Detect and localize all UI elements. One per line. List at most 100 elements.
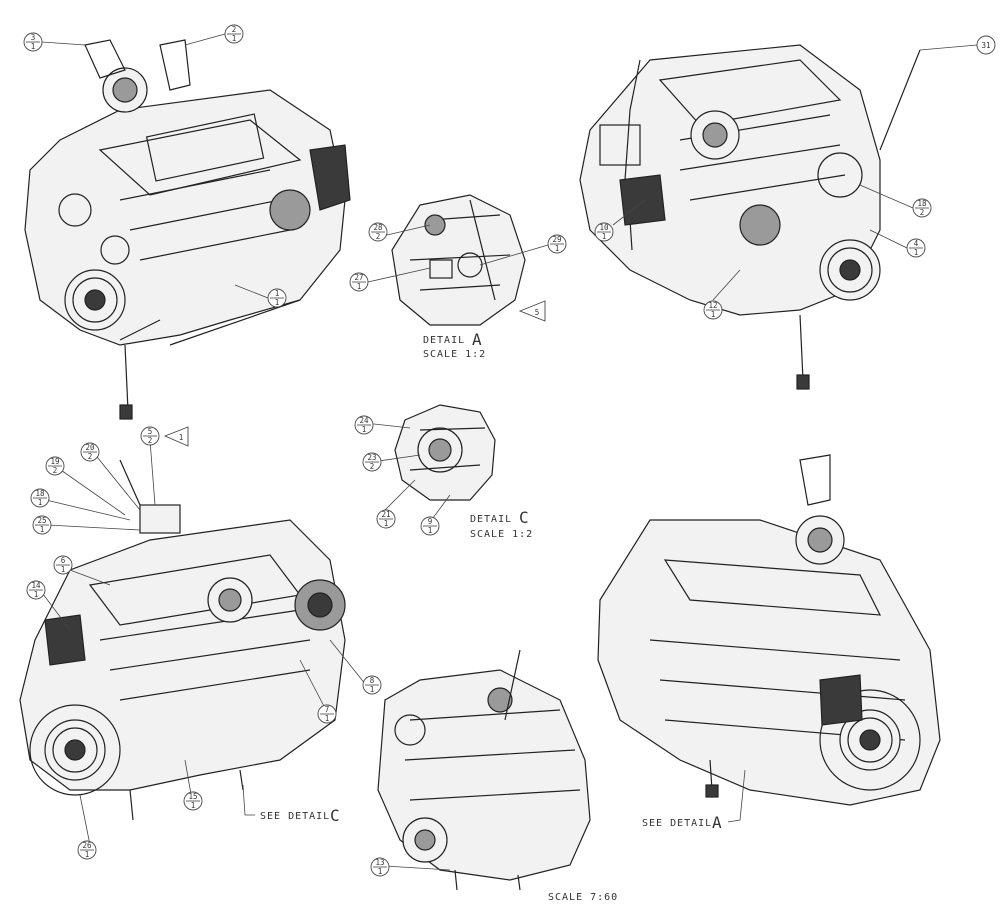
svg-text:27: 27 (354, 273, 363, 282)
svg-text:13: 13 (375, 858, 384, 867)
svg-text:2: 2 (148, 436, 153, 445)
balloon: 31 (23, 32, 43, 52)
balloon: 211 (376, 509, 396, 529)
balloon: 141 (26, 580, 46, 600)
svg-text:5: 5 (148, 427, 153, 436)
svg-text:8: 8 (370, 676, 375, 685)
svg-text:21: 21 (381, 510, 390, 519)
engine-view-top-left (24, 39, 351, 420)
svg-text:2: 2 (920, 208, 925, 217)
see-detail-a-callout: SEE DETAIL A (642, 813, 722, 832)
svg-text:9: 9 (428, 517, 433, 526)
svg-text:6: 6 (61, 556, 66, 565)
svg-text:14: 14 (31, 581, 41, 590)
svg-text:1: 1 (362, 425, 367, 434)
balloon: 202 (80, 442, 100, 462)
balloon: 192 (45, 456, 65, 476)
main-scale-label: SCALE 7:60 (548, 892, 618, 903)
svg-text:25: 25 (37, 516, 46, 525)
balloon: 251 (32, 515, 52, 535)
svg-text:1: 1 (275, 298, 280, 307)
leader-lines (39, 33, 978, 871)
svg-text:SCALE 1:2: SCALE 1:2 (470, 529, 533, 540)
flag-note: 5 (518, 300, 546, 322)
detail-a-view (391, 194, 526, 326)
balloon: 61 (53, 555, 73, 575)
svg-text:3: 3 (31, 33, 36, 42)
svg-text:A: A (712, 813, 722, 832)
svg-text:A: A (472, 330, 482, 349)
svg-text:1: 1 (378, 867, 383, 876)
balloon: 52 (140, 426, 160, 446)
balloon: 282 (368, 222, 388, 242)
svg-text:1: 1 (40, 525, 45, 534)
balloon: 71 (317, 704, 337, 724)
svg-text:10: 10 (599, 223, 609, 232)
svg-text:1: 1 (179, 433, 184, 442)
svg-text:1: 1 (428, 526, 433, 535)
balloon: 151 (183, 791, 203, 811)
svg-text:2: 2 (53, 466, 58, 475)
balloon: 21 (224, 24, 244, 44)
balloon: 271 (349, 272, 369, 292)
balloon: 182 (912, 198, 932, 218)
balloon: 181 (30, 488, 50, 508)
balloon: 131 (370, 857, 390, 877)
svg-text:C: C (519, 508, 529, 527)
svg-text:1: 1 (384, 519, 389, 528)
svg-text:1: 1 (357, 282, 362, 291)
svg-text:24: 24 (359, 416, 369, 425)
svg-text:5: 5 (535, 308, 540, 317)
svg-text:28: 28 (373, 223, 383, 232)
svg-text:DETAIL: DETAIL (423, 335, 465, 346)
balloon: 31 (976, 35, 996, 55)
engine-view-bottom-right (597, 454, 941, 806)
balloon: 11 (267, 288, 287, 308)
svg-text:1: 1 (555, 244, 560, 253)
engine-view-bottom-left (19, 459, 346, 821)
svg-text:18: 18 (917, 199, 927, 208)
svg-text:SCALE 7:60: SCALE 7:60 (548, 892, 618, 903)
svg-text:1: 1 (370, 685, 375, 694)
balloon: 41 (906, 238, 926, 258)
balloon: 101 (594, 222, 614, 242)
svg-text:23: 23 (367, 453, 376, 462)
svg-text:12: 12 (708, 301, 717, 310)
svg-text:15: 15 (188, 792, 197, 801)
detail-c-view (394, 404, 496, 501)
svg-text:1: 1 (85, 850, 90, 859)
svg-text:20: 20 (85, 443, 95, 452)
balloon: 241 (354, 415, 374, 435)
svg-text:1: 1 (914, 248, 919, 257)
svg-text:2: 2 (376, 232, 381, 241)
balloon: 291 (547, 234, 567, 254)
balloon: 121 (703, 300, 723, 320)
svg-text:1: 1 (325, 714, 330, 723)
svg-text:DETAIL: DETAIL (470, 514, 512, 525)
svg-text:SCALE 1:2: SCALE 1:2 (423, 349, 486, 360)
svg-text:2: 2 (370, 462, 375, 471)
svg-text:1: 1 (38, 498, 43, 507)
svg-text:1: 1 (602, 232, 607, 241)
svg-text:18: 18 (35, 489, 45, 498)
svg-text:29: 29 (552, 235, 561, 244)
svg-text:1: 1 (31, 42, 36, 51)
engine-view-bottom-center (377, 649, 591, 891)
balloon: 261 (77, 840, 97, 860)
svg-text:1: 1 (34, 590, 39, 599)
svg-text:1: 1 (232, 34, 237, 43)
svg-text:2: 2 (88, 452, 93, 461)
svg-text:4: 4 (914, 239, 919, 248)
svg-text:C: C (330, 806, 340, 825)
balloon: 232 (362, 452, 382, 472)
flag-note: 1 (163, 426, 189, 447)
engine-view-top-right (579, 44, 921, 390)
see-detail-c-callout: SEE DETAIL C (260, 806, 340, 825)
svg-text:31: 31 (981, 41, 990, 50)
svg-text:SEE DETAIL: SEE DETAIL (260, 811, 330, 822)
svg-text:1: 1 (61, 565, 66, 574)
svg-text:19: 19 (50, 457, 59, 466)
svg-text:26: 26 (82, 841, 92, 850)
detail-a-label: DETAIL A SCALE 1:2 (423, 330, 486, 360)
